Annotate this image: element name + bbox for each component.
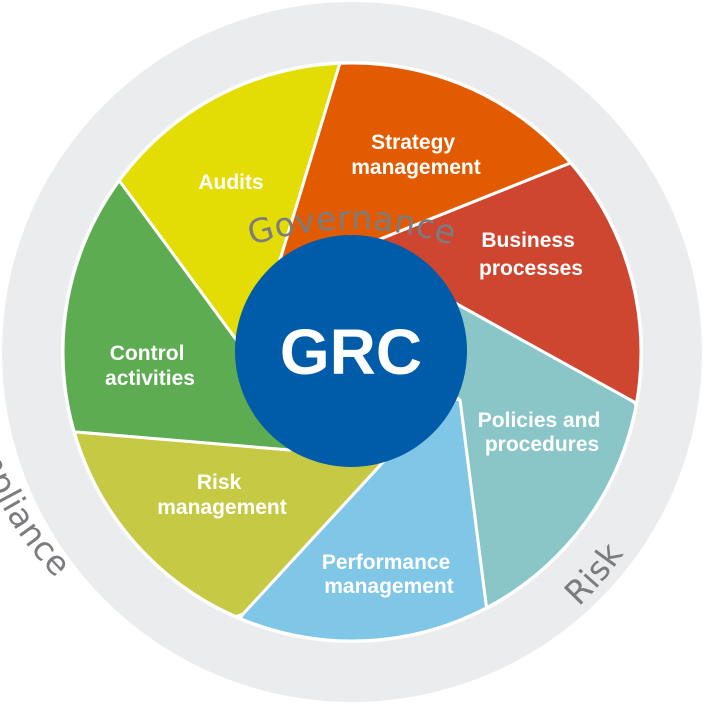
wheel-outline: [61, 61, 643, 643]
label-audits: Audits: [198, 171, 263, 194]
label-control-activities: Control activities: [105, 342, 195, 390]
label-policies-and-procedures: Policies and procedures: [478, 409, 606, 456]
label-performance-management: Performance management: [322, 551, 456, 598]
grc-center-circle[interactable]: [235, 235, 467, 467]
label-business-processes: Business processes: [479, 229, 583, 280]
grc-center-label: GRC: [280, 316, 422, 388]
label-risk-management: Risk management: [157, 471, 287, 519]
label-strategy-management: Strategy management: [351, 131, 481, 179]
